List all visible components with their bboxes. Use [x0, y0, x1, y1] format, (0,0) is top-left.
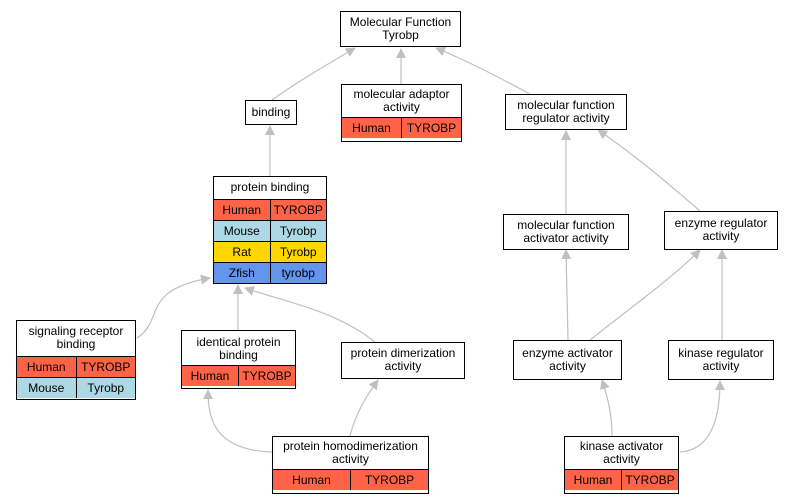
gene-row: Human TYROBP	[565, 469, 678, 490]
gene-cell: TYROBP	[75, 357, 135, 377]
gene-cell: TYROBP	[401, 118, 461, 138]
node-label: identical protein binding	[196, 335, 281, 362]
node-label: kinase activator activity	[579, 439, 664, 466]
gene-cell: TYROBP	[350, 470, 428, 490]
node-label: molecular function regulator activity	[517, 98, 615, 125]
gene-cell: TYROBP	[621, 470, 678, 490]
edge-enzyme-activator-to-enzyme-regulator	[589, 249, 701, 341]
node-molecular-function-root[interactable]: Molecular Function Tyrobp	[340, 11, 461, 47]
edge-enzyme-activator-to-activator	[561, 249, 572, 341]
node-enzyme-regulator-activity[interactable]: enzyme regulator activity	[664, 211, 778, 250]
gene-row: Mouse Tyrobp	[214, 220, 326, 241]
gene-cell: TYROBP	[238, 366, 295, 386]
species-cell: Rat	[214, 242, 270, 262]
node-label: Molecular Function Tyrobp	[349, 15, 452, 42]
node-label: enzyme activator activity	[522, 346, 613, 373]
species-cell: Human	[214, 200, 270, 220]
node-kinase-regulator-activity[interactable]: kinase regulator activity	[668, 340, 774, 380]
node-label: protein dimerization activity	[350, 346, 456, 373]
node-enzyme-activator-activity[interactable]: enzyme activator activity	[513, 340, 622, 380]
node-binding[interactable]: binding	[245, 100, 297, 125]
node-signaling-receptor-binding[interactable]: signaling receptor binding Human TYROBP …	[16, 320, 136, 400]
gene-row: Human TYROBP	[342, 117, 461, 138]
edge-kinase-activator-to-kinase-regulator	[679, 380, 725, 453]
gene-row: Human TYROBP	[17, 356, 135, 377]
node-label: binding	[251, 105, 291, 119]
node-label: enzyme regulator activity	[674, 216, 768, 243]
gene-cell: Tyrobp	[269, 242, 326, 262]
node-molecular-function-regulator-activity[interactable]: molecular function regulator activity	[505, 94, 627, 130]
edge-homodimerization-to-dimerization	[349, 379, 379, 437]
node-protein-homodimerization-activity[interactable]: protein homodimerization activity Human …	[272, 436, 429, 494]
gene-row: Human TYROBP	[214, 199, 326, 220]
species-cell: Human	[182, 366, 238, 386]
species-cell: Mouse	[17, 378, 76, 398]
node-molecular-adaptor-activity[interactable]: molecular adaptor activity Human TYROBP	[341, 84, 462, 142]
gene-row: Human TYROBP	[182, 365, 295, 386]
gene-cell: Tyrobp	[269, 221, 326, 241]
gene-row: Mouse Tyrobp	[17, 377, 135, 398]
gene-cell: TYROBP	[269, 200, 326, 220]
edge-enzyme-regulator-to-regulator	[597, 129, 701, 212]
node-label: kinase regulator activity	[678, 346, 764, 373]
edge-signaling-to-protein-binding	[136, 274, 211, 339]
edge-kinase-activator-to-enzyme-activator	[600, 379, 613, 437]
node-protein-dimerization-activity[interactable]: protein dimerization activity	[341, 342, 465, 379]
species-cell: Human	[273, 470, 350, 490]
node-label: molecular function activator activity	[517, 218, 615, 245]
node-label: protein homodimerization activity	[283, 439, 418, 466]
edge-regulator-to-root	[435, 46, 531, 95]
species-cell: Human	[565, 470, 621, 490]
node-label: molecular adaptor activity	[353, 87, 450, 114]
node-molecular-function-activator-activity[interactable]: molecular function activator activity	[503, 214, 629, 250]
species-cell: Human	[342, 118, 401, 138]
gene-row: Rat Tyrobp	[214, 241, 326, 262]
species-cell: Zfish	[214, 263, 270, 283]
node-kinase-activator-activity[interactable]: kinase activator activity Human TYROBP	[564, 436, 679, 494]
species-cell: Mouse	[214, 221, 270, 241]
edge-binding-to-root	[271, 47, 356, 101]
gene-row: Zfish tyrobp	[214, 262, 326, 283]
node-protein-binding[interactable]: protein binding Human TYROBP Mouse Tyrob…	[213, 176, 327, 284]
gene-row: Human TYROBP	[273, 469, 428, 490]
gene-cell: tyrobp	[269, 263, 326, 283]
node-label: protein binding	[230, 180, 310, 194]
edge-homodimerization-to-identical	[203, 389, 273, 453]
edge-dimerization-to-protein-binding	[244, 286, 376, 343]
species-cell: Human	[17, 357, 76, 377]
gene-cell: Tyrobp	[75, 378, 135, 398]
node-label: signaling receptor binding	[28, 324, 124, 351]
node-identical-protein-binding[interactable]: identical protein binding Human TYROBP	[181, 330, 296, 389]
